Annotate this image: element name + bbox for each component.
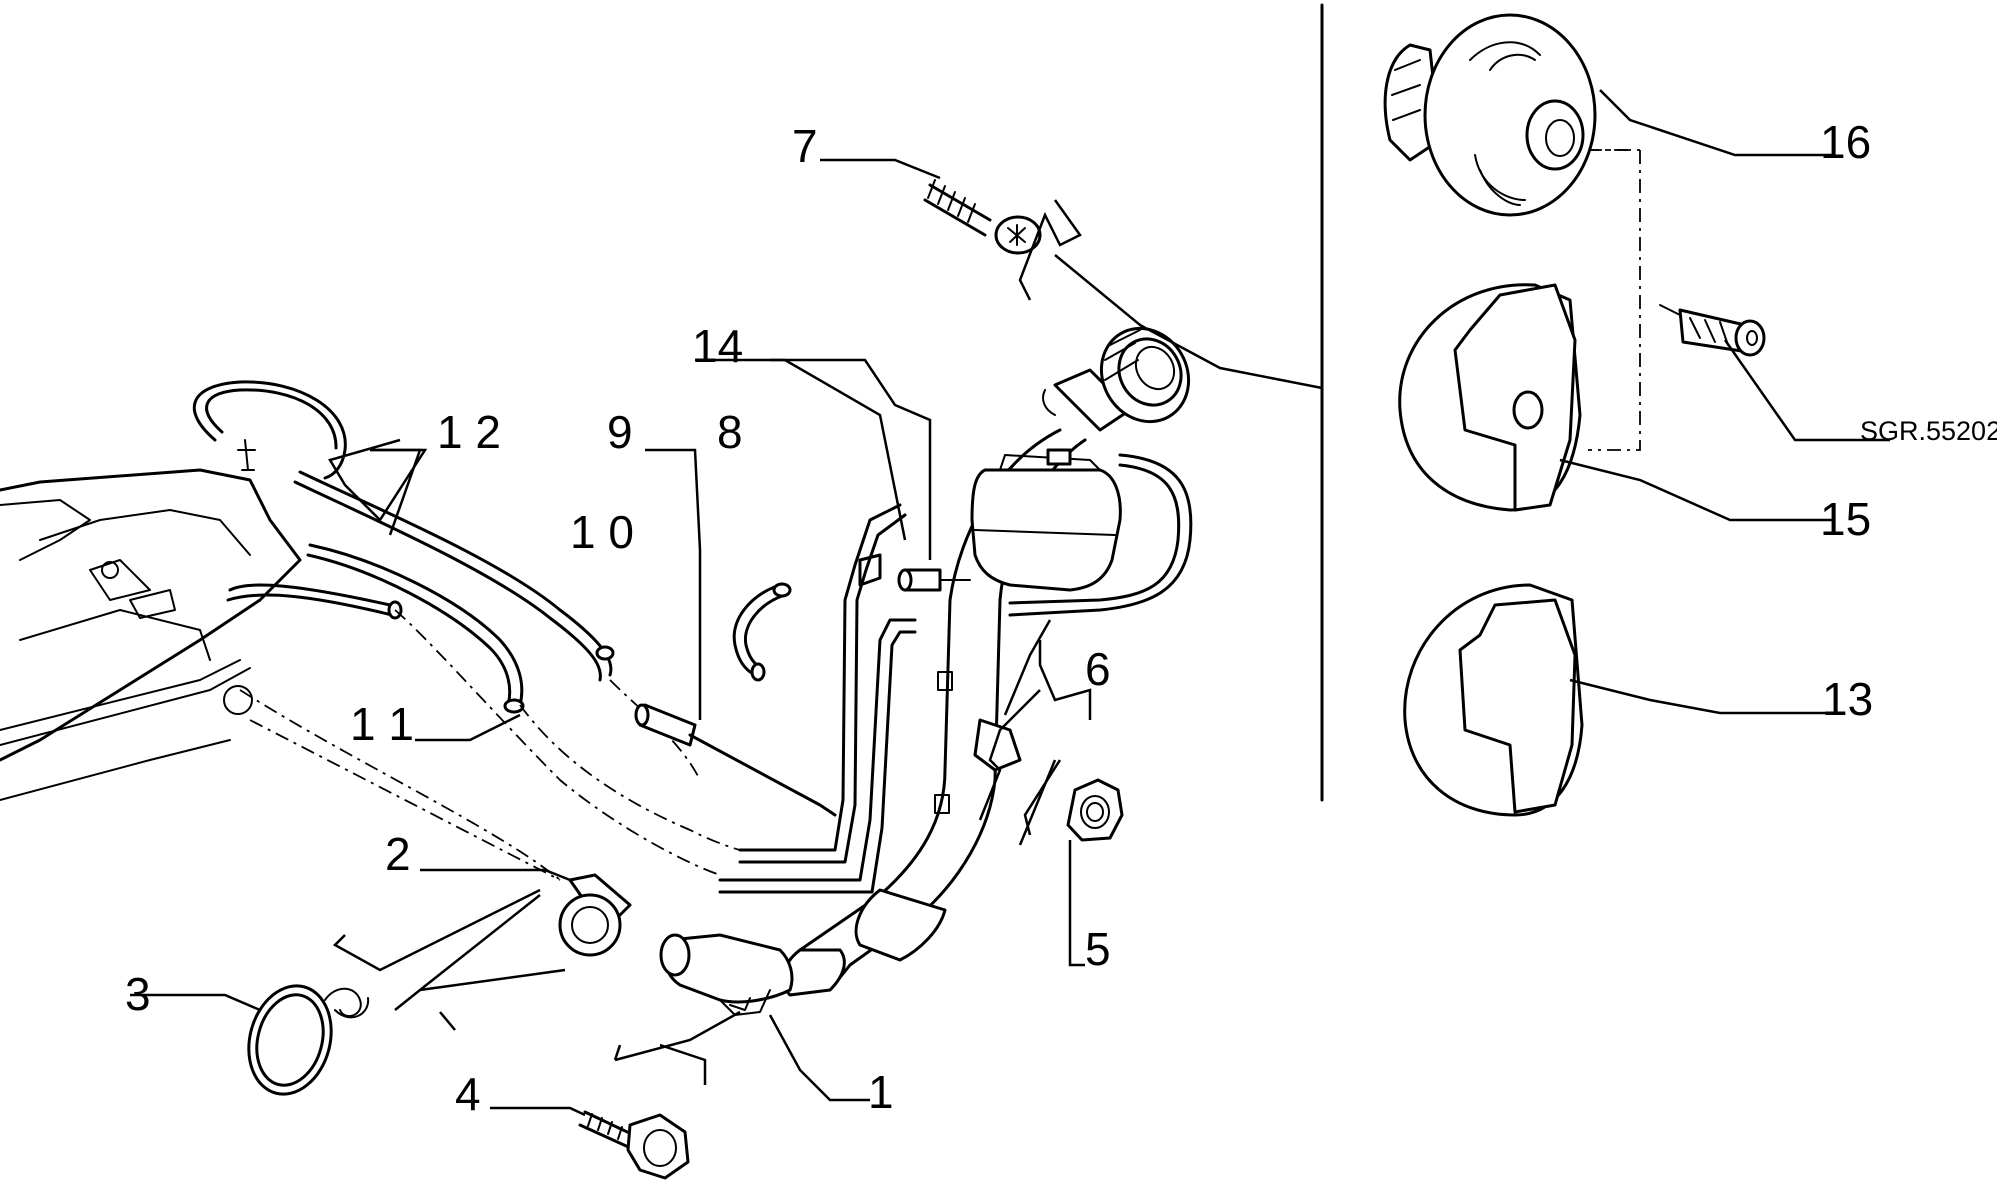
- callout-6: 6: [1085, 643, 1111, 695]
- filler-tube-10: [634, 703, 837, 817]
- callout-7: 7: [792, 120, 818, 172]
- callout-9: 9: [607, 406, 633, 458]
- callout-5: 5: [1085, 923, 1111, 975]
- bush-2: [558, 873, 632, 957]
- clamp-3: [247, 984, 370, 1096]
- bolt-4: [578, 1110, 690, 1180]
- fuel-cap-15: [1398, 283, 1582, 512]
- callout-10: 1 0: [570, 506, 634, 558]
- lock-barrel: [1659, 304, 1766, 357]
- small-hose-9: [732, 582, 792, 682]
- vent-hose-12: [192, 380, 615, 682]
- callout-13: 13: [1822, 673, 1873, 725]
- fuel-cap-16: [1383, 13, 1597, 217]
- callout-1: 1: [868, 1066, 894, 1118]
- callout-14: 14: [692, 320, 743, 372]
- callout-15: 15: [1820, 493, 1871, 545]
- callout-11: 1 1: [350, 698, 414, 750]
- nut-5: [1066, 778, 1124, 842]
- leader-lines: [130, 89, 1890, 1117]
- vent-hose-11: [226, 543, 525, 714]
- screw-7: [923, 179, 1042, 255]
- callout-12: 1 2: [437, 406, 501, 458]
- fuel-cap-13: [1403, 583, 1584, 817]
- breather-pipes: [718, 503, 942, 894]
- filler-mouth: [1042, 326, 1191, 432]
- callout-4: 4: [455, 1068, 481, 1120]
- callouts: 7 14 9 8 1 0 1 2 1 1 6 5 2 3 4 1 16 15 1…: [125, 116, 1997, 1120]
- callout-16: 16: [1820, 116, 1871, 168]
- vapour-reservoir-6: [939, 448, 1193, 617]
- reference-code: SGR.55202: [1860, 416, 1997, 446]
- callout-3: 3: [125, 968, 151, 1020]
- fuel-tank: [0, 468, 302, 801]
- callout-8: 8: [717, 406, 743, 458]
- callout-2: 2: [385, 828, 411, 880]
